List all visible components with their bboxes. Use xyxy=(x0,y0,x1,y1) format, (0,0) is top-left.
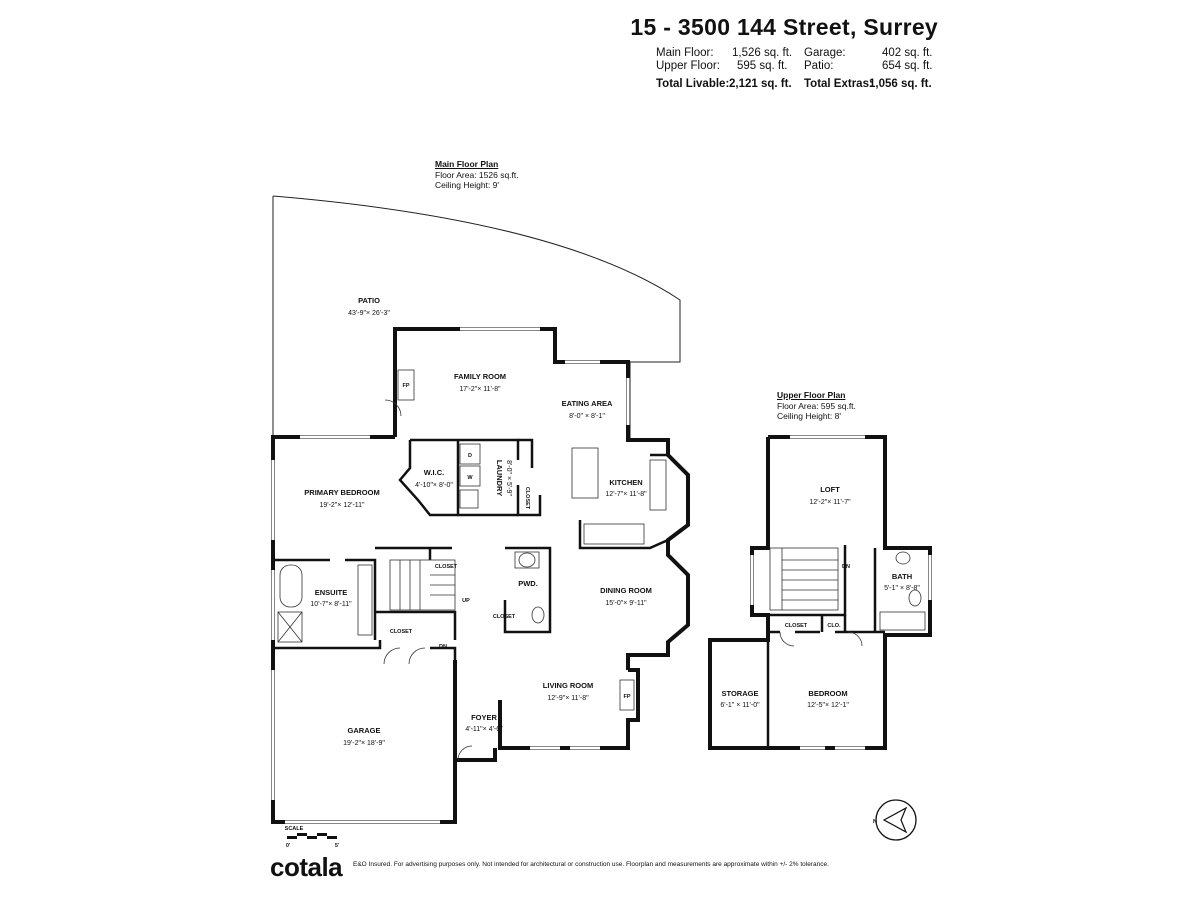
clo-upper-label: CLO. xyxy=(827,623,841,629)
cotala-logo: cotala xyxy=(270,852,343,882)
dining-room-name: DINING ROOM xyxy=(600,586,652,595)
dryer xyxy=(459,443,481,465)
fp-living-label: FP xyxy=(623,694,630,700)
main-plan-area: Floor Area: 1526 sq.ft. xyxy=(435,169,519,180)
bath-dim: 5'-1" × 8'-8" xyxy=(884,585,920,592)
compass-n: N xyxy=(873,819,877,825)
living-room-dim: 12'-9"× 11'-8" xyxy=(547,695,589,702)
scale-end: 5' xyxy=(335,843,340,849)
dn-label: DN xyxy=(439,644,447,650)
foyer-name: FOYER xyxy=(471,713,497,722)
fireplace-living xyxy=(619,679,635,711)
kitchen-name: KITCHEN xyxy=(609,478,642,487)
garage-name: GARAGE xyxy=(348,726,381,735)
garage-value: 402 sq. ft. xyxy=(882,47,933,59)
bath-name: BATH xyxy=(892,572,912,581)
family-room-dim: 17'-2"× 11'-8" xyxy=(459,386,501,393)
patio-label: Patio: xyxy=(804,60,834,72)
storage-dim: 6'-1" × 11'-0" xyxy=(720,702,760,709)
patio-name: PATIO xyxy=(358,296,380,305)
main-floor-value: 1,526 sq. ft. xyxy=(732,47,793,59)
dryer-label: D xyxy=(468,453,472,459)
fixtures-upper xyxy=(769,547,926,647)
main-plan-title: Main Floor Plan xyxy=(435,159,499,169)
primary-bedroom-name: PRIMARY BEDROOM xyxy=(304,488,379,497)
ensuite-dim: 10'-7"× 8'-11" xyxy=(310,601,352,608)
main-floor-interior-walls xyxy=(273,438,669,660)
bedroom-name: BEDROOM xyxy=(808,689,847,698)
family-room-name: FAMILY ROOM xyxy=(454,372,506,381)
upper-floor-label: Upper Floor: xyxy=(656,60,720,72)
closet-stair-label: CLOSET xyxy=(435,564,458,570)
scale-title: SCALE xyxy=(285,826,304,832)
main-floor-walls xyxy=(271,327,690,824)
total-extras-value: 1,056 sq. ft. xyxy=(869,78,932,90)
main-floor-label: Main Floor: xyxy=(656,47,714,59)
total-livable-label: Total Livable: xyxy=(656,78,730,90)
up-label: UP xyxy=(462,598,470,604)
closet-upper-label: CLOSET xyxy=(785,623,808,629)
loft-dim: 12'-2"× 11'-7" xyxy=(809,499,851,506)
eating-area-dim: 8'-0" × 8'-1" xyxy=(569,413,605,420)
patio-outline xyxy=(272,195,681,441)
loft-name: LOFT xyxy=(820,485,840,494)
patio-dim: 43'-9"× 26'-3" xyxy=(348,310,390,317)
fp-family-label: FP xyxy=(402,383,409,389)
total-extras-label: Total Extras: xyxy=(804,78,873,90)
bedroom-dim: 12'-5"× 12'-1" xyxy=(807,702,849,709)
kitchen-island xyxy=(571,447,599,499)
scale-bar xyxy=(287,833,337,839)
upper-plan-ceiling: Ceiling Height: 8' xyxy=(777,411,841,421)
windows-upper xyxy=(750,435,932,750)
upper-plan-title: Upper Floor Plan xyxy=(777,390,846,400)
closet-garage-label: CLOSET xyxy=(390,629,413,635)
stairs-upper xyxy=(769,547,839,611)
wic-dim: 4'-10"× 8'-0" xyxy=(415,482,453,489)
upper-floor-interior xyxy=(766,545,885,748)
tub-ensuite xyxy=(279,564,303,608)
pwd-name: PWD. xyxy=(518,579,538,588)
tub-upper xyxy=(879,611,926,631)
upper-plan-header: Upper Floor Plan Floor Area: 595 sq.ft. … xyxy=(777,390,856,422)
closet-laundry-label: CLOSET xyxy=(524,487,530,510)
stairs-main xyxy=(389,559,456,611)
main-plan-header: Main Floor Plan Floor Area: 1526 sq.ft. … xyxy=(435,159,519,191)
fixtures-main xyxy=(277,369,667,761)
laundry-dim: 8'-0" × 5'-9" xyxy=(505,460,512,496)
scale-start: 0' xyxy=(286,843,291,849)
fireplace-family xyxy=(397,369,415,401)
primary-bedroom-dim: 19'-2"× 12'-11" xyxy=(319,502,365,509)
wic-name: W.I.C. xyxy=(424,468,444,477)
dining-room-dim: 15'-0"× 9'-11" xyxy=(605,600,647,607)
ensuite-name: ENSUITE xyxy=(315,588,348,597)
foyer-dim: 4'-11"× 4'-6" xyxy=(465,726,503,733)
compass-icon xyxy=(875,799,917,841)
upper-plan-area: Floor Area: 595 sq.ft. xyxy=(777,400,856,411)
eating-area-name: EATING AREA xyxy=(562,399,613,408)
garage-dim: 19'-2"× 18'-9" xyxy=(343,740,385,747)
washer-label: W xyxy=(467,475,473,481)
laundry-name: LAUNDRY xyxy=(495,460,504,496)
total-livable-value: 2,121 sq. ft. xyxy=(729,78,792,90)
washer xyxy=(459,465,481,487)
property-address: 15 - 3500 144 Street, Surrey xyxy=(630,14,938,40)
disclaimer-text: E&O Insured. For advertising purposes on… xyxy=(353,861,829,868)
garage-label: Garage: xyxy=(804,47,846,59)
dn-upper-label: DN xyxy=(842,564,850,570)
living-room-name: LIVING ROOM xyxy=(543,681,593,690)
upper-floor-value: 595 sq. ft. xyxy=(737,60,788,72)
shower-ensuite xyxy=(277,611,303,643)
main-plan-ceiling: Ceiling Height: 9' xyxy=(435,180,499,190)
patio-value: 654 sq. ft. xyxy=(882,60,933,72)
kitchen-dim: 12'-7"× 11'-8" xyxy=(605,491,647,498)
closet-pwd-label: CLOSET xyxy=(493,614,516,620)
storage-name: STORAGE xyxy=(722,689,759,698)
windows-main xyxy=(271,327,630,824)
